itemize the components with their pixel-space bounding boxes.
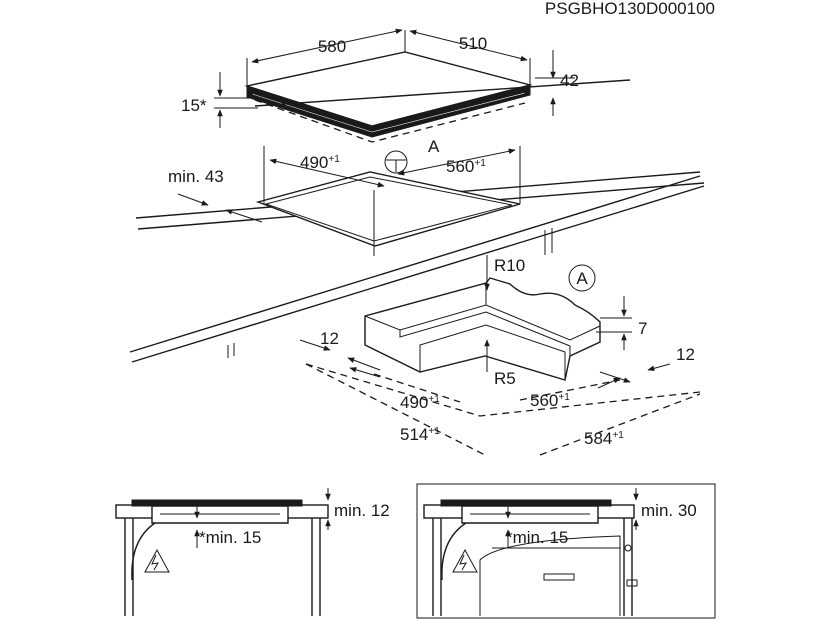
- label-hob-offset: 15*: [181, 96, 207, 115]
- label-detail-cutout-width: 490+1: [400, 393, 440, 412]
- dim-min-front: min. 43: [168, 167, 263, 223]
- dim-hob-depth: 510: [409, 29, 531, 85]
- label-detail-marker: A: [428, 137, 440, 156]
- label-hob-width: 580: [318, 37, 346, 56]
- label-overall-width: 514+1: [400, 425, 440, 444]
- label-right-top-clearance: min. 30: [641, 501, 697, 520]
- dim-hob-width: 580: [246, 28, 406, 86]
- label-overall-depth: 584+1: [584, 429, 624, 448]
- label-left-top-clearance: min. 12: [334, 501, 390, 520]
- side-view-right: *min. 15 min. 30: [416, 483, 716, 619]
- worktop: [129, 79, 705, 363]
- label-min-front: min. 43: [168, 167, 224, 186]
- label-left-margin: 12: [320, 329, 339, 348]
- label-right-margin: 12: [676, 345, 695, 364]
- dim-hob-offset: 15*: [181, 72, 258, 128]
- label-detail-cutout-depth: 560+1: [530, 391, 570, 410]
- detail-a-view: [364, 277, 601, 381]
- label-hob-height: 42: [560, 71, 579, 90]
- label-left-bottom-clearance: *min. 15: [199, 528, 261, 547]
- document-code: PSGBHO130D000100: [545, 0, 715, 18]
- dim-hob-height: 42: [535, 50, 579, 116]
- dim-cutout: 490+1 560+1 A: [263, 137, 521, 204]
- side-view-left: *min. 15 min. 12: [115, 488, 390, 616]
- label-outer-radius: R10: [494, 256, 525, 275]
- label-hob-depth: 510: [459, 34, 487, 53]
- label-step-depth: 7: [638, 319, 647, 338]
- label-cutout-width: 490+1: [300, 153, 340, 172]
- label-right-bottom-clearance: *min. 15: [506, 528, 568, 547]
- detail-a-dims: A R10 R5 7 12 12 490+1 560+1 514+1: [299, 255, 701, 456]
- label-cutout-depth: 560+1: [446, 157, 486, 176]
- label-inner-radius: R5: [494, 369, 516, 388]
- label-detail-a: A: [576, 269, 588, 288]
